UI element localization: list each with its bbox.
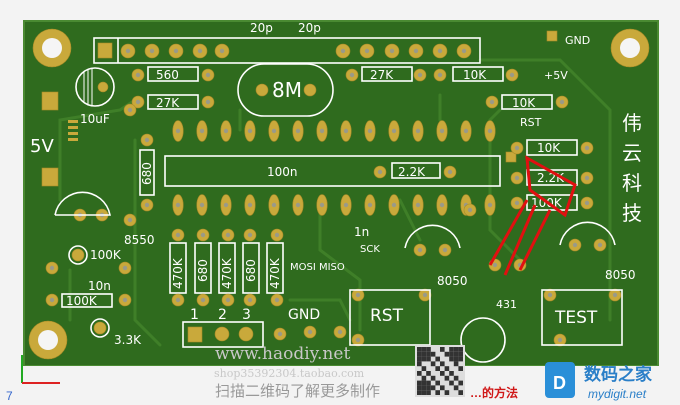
ic-outline [164, 155, 501, 187]
cap-10uf-label: 10uF [80, 112, 110, 126]
rst-button-outline[interactable] [349, 289, 431, 346]
u431-outline [460, 317, 506, 363]
watermark-site: www.haodiy.net [215, 344, 350, 364]
resistor-680-left-label: 680 [140, 162, 154, 185]
resistor-outlines [61, 66, 578, 308]
watermark-red-text: …的方法 [470, 385, 518, 400]
brand-char-3: 科 [622, 171, 642, 195]
transistor-8050-label-1: 8050 [437, 274, 468, 288]
mydigit-logo: D 数码之家 mydigit.net [545, 362, 652, 401]
qr-code [415, 345, 465, 397]
pin-1-label: 1 [190, 307, 199, 323]
sck-label: SCK [360, 244, 380, 255]
pin-3-label: 3 [242, 307, 251, 323]
brand-char-4: 技 [622, 201, 642, 225]
crystal-8m-label: 8M [272, 78, 302, 102]
q8550-outline [54, 191, 111, 216]
watermark-shop: shop35392304.taobao.com [214, 367, 365, 380]
power-5v-label: 5V [30, 136, 54, 157]
crystal-outline [237, 63, 334, 117]
cap-20p-label-1: 20p [250, 21, 273, 35]
resistor-10k-label-2: 10K [512, 96, 536, 110]
brand-char-2: 云 [622, 141, 642, 165]
red-annotation-arrows [488, 155, 577, 276]
test-button-outline[interactable] [541, 289, 623, 346]
misc-pads [45, 68, 622, 347]
jumper-header-outline [182, 321, 264, 348]
cap-10uf-outline [75, 67, 115, 107]
resistor-2-2k-label: 2.2K [398, 165, 426, 179]
u431-label: 431 [496, 298, 517, 311]
mounting-holes [28, 28, 650, 360]
resistor-10k-label-1: 10K [463, 68, 487, 82]
pcb-board [23, 20, 659, 367]
logo-cn: 数码之家 [584, 364, 652, 384]
svg-text:D: D [553, 373, 566, 393]
top-header-pads [97, 42, 472, 59]
resistor-100k-label-2: 100K [66, 294, 98, 308]
resistor-680-label-1: 680 [196, 259, 210, 282]
watermark-scan-text: 扫描二维码了解更多制作 [215, 383, 380, 400]
q8050-1-outline [404, 224, 461, 249]
resistor-470k-label-1: 470K [171, 257, 185, 289]
gnd-pin-label: GND [288, 307, 320, 323]
test-button-label: TEST [554, 308, 598, 328]
cap-20p-label-2: 20p [298, 21, 321, 35]
cap-10n-label: 10n [88, 279, 111, 293]
resistor-27k-label-1: 27K [156, 96, 180, 110]
rst-pad-label: RST [520, 116, 542, 129]
pin-2-label: 2 [218, 307, 227, 323]
cap-100n-label: 100n [267, 165, 298, 179]
resistor-680-label-2: 680 [244, 259, 258, 282]
transistor-8050-label-2: 8050 [605, 268, 636, 282]
gnd-label: GND [565, 34, 590, 47]
mosi-miso-label: MOSI MISO [290, 262, 345, 273]
transistor-8550-label: 8550 [124, 233, 155, 247]
axis-indicator: 7 [6, 355, 60, 403]
resistor-470k-label-2: 470K [220, 257, 234, 289]
resistor-100k-label-1: 100K [90, 248, 122, 262]
resistor-3-3k-label: 3.3K [114, 333, 142, 347]
ic-pins [172, 120, 496, 216]
plus5v-label: +5V [544, 69, 568, 82]
brand-char-1: 伟 [622, 111, 642, 135]
rst-button-label: RST [370, 306, 404, 326]
top-header-outline [93, 37, 481, 64]
logo-en: mydigit.net [588, 387, 647, 401]
axis-label: 7 [6, 389, 13, 403]
q8050-2-outline [559, 221, 616, 246]
resistor-470k-label-3: 470K [268, 257, 282, 289]
resistor-560-label: 560 [156, 68, 179, 82]
resistor-27k-label-2: 27K [370, 68, 394, 82]
resistor-10k-label-3: 10K [537, 141, 561, 155]
cap-1n-label: 1n [354, 225, 369, 239]
